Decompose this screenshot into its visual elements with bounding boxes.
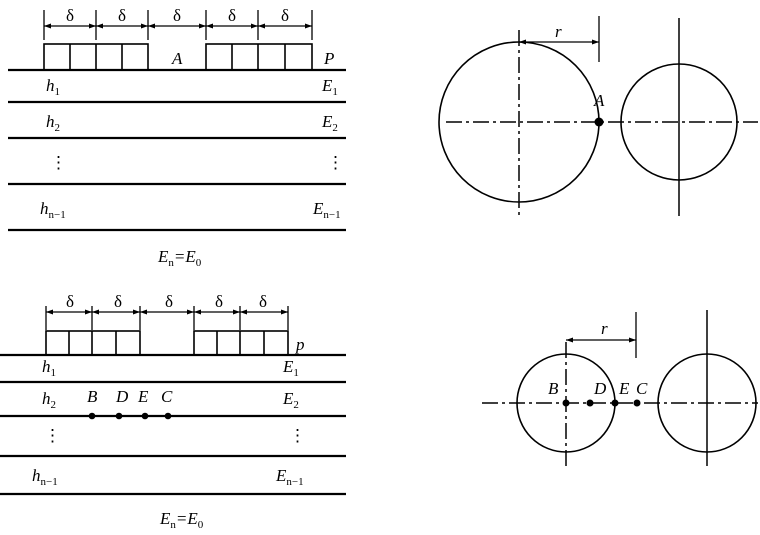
point-B-dot-right (562, 399, 570, 407)
subgrade-equation-bottom: En=E0 (159, 509, 204, 531)
modulus-En: En−1 (312, 199, 341, 221)
point-A-label: A (171, 49, 183, 68)
thickness-h1-bottom: h1 (42, 357, 56, 379)
point-P-label: P (323, 49, 334, 68)
vdots-right: ⋮ (327, 153, 344, 172)
vdots-right-bottom: ⋮ (289, 426, 306, 445)
modulus-E2: E2 (321, 112, 338, 134)
delta-label-b2: δ (114, 292, 122, 311)
layered-system-top: δ δ δ δ δ A P h1 h2 ⋮ hn−1 E1 (8, 6, 346, 269)
point-C-label: C (161, 387, 173, 406)
delta-label-b5: δ (259, 292, 267, 311)
modulus-E2-bottom: E2 (282, 389, 299, 411)
delta-label-2: δ (118, 6, 126, 25)
twin-circles-top: r A (438, 16, 758, 216)
thickness-hn-bottom: hn−1 (32, 466, 58, 488)
point-B-dot (88, 412, 96, 420)
point-A-dot (594, 117, 604, 127)
point-p-label: p (295, 335, 305, 354)
modulus-En-bottom: En−1 (275, 466, 304, 488)
radius-label: r (555, 22, 562, 41)
point-B-label: B (87, 387, 98, 406)
vdots-left: ⋮ (50, 153, 67, 172)
load-block-right (205, 43, 313, 71)
delta-label-5: δ (281, 6, 289, 25)
thickness-hn: hn−1 (40, 199, 66, 221)
thickness-h1: h1 (46, 76, 60, 98)
delta-label-4: δ (228, 6, 236, 25)
twin-circles-bottom: r B D E C (482, 310, 758, 466)
point-E-dot (141, 412, 149, 420)
point-D-dot-right (586, 399, 594, 407)
delta-label-b3: δ (165, 292, 173, 311)
thickness-h2: h2 (46, 112, 60, 134)
calc-points-bottom (88, 412, 172, 420)
point-B-label-right: B (548, 379, 559, 398)
delta-label-1: δ (66, 6, 74, 25)
point-C-dot (164, 412, 172, 420)
point-C-dot-right (633, 399, 641, 407)
load-block-right-bottom (193, 330, 289, 356)
point-E-dot-right (611, 399, 619, 407)
point-E-label: E (137, 387, 149, 406)
subgrade-equation: En=E0 (157, 247, 202, 269)
radius-label-bottom: r (601, 319, 608, 338)
thickness-h2-bottom: h2 (42, 389, 56, 411)
point-D-label-right: D (593, 379, 607, 398)
modulus-E1-bottom: E1 (282, 357, 299, 379)
delta-label-3: δ (173, 6, 181, 25)
point-A-label-right: A (593, 91, 605, 110)
point-C-label-right: C (636, 379, 648, 398)
point-D-label: D (115, 387, 129, 406)
layered-system-bottom: δ δ δ δ δ p h1 h2 ⋮ hn−1 E1 E2 ⋮ En−1 (0, 292, 346, 531)
vdots-left-bottom: ⋮ (44, 426, 61, 445)
point-E-label-right: E (618, 379, 630, 398)
point-D-dot (115, 412, 123, 420)
delta-label-b1: δ (66, 292, 74, 311)
modulus-E1: E1 (321, 76, 338, 98)
load-block-left-bottom (45, 330, 141, 356)
load-block-left (43, 43, 149, 71)
delta-label-b4: δ (215, 292, 223, 311)
